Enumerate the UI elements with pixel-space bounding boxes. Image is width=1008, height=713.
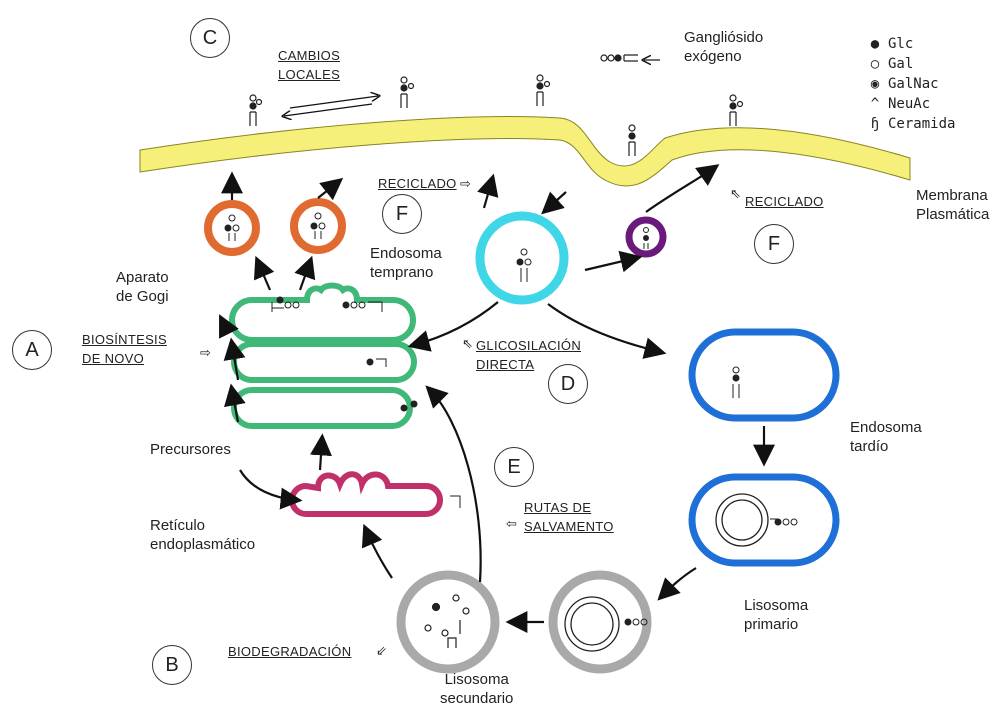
marker-b: B: [152, 645, 192, 685]
hollow-arrow-rutas-icon: ⇦: [506, 514, 517, 533]
marker-f-left: F: [382, 194, 422, 234]
plasma-membrane: [140, 117, 910, 187]
vesicle-purple: [629, 220, 663, 254]
golgi-apparatus: [232, 286, 414, 427]
hollow-arrow-biodegradacion-icon: ⇙: [376, 641, 387, 660]
primary-lysosome: [553, 575, 647, 669]
filled-dot-icon: ●: [868, 34, 882, 54]
label-reciclado-left: RECICLADO: [378, 174, 457, 193]
early-endosome: [480, 216, 564, 300]
local-changes-arrows: [284, 60, 660, 116]
ceramide-icon: ɧ: [868, 114, 882, 134]
vesicle-orange-left: [208, 204, 256, 252]
hollow-arrow-biosintesis-icon: ⇨: [200, 343, 211, 362]
secondary-lysosome: [401, 575, 495, 669]
hollow-arrow-reciclado-left-icon: ⇨: [460, 174, 471, 193]
label-precursores: Precursores: [150, 440, 231, 459]
hollow-arrow-glicosilacion-icon: ⇖: [462, 334, 473, 353]
caret-icon: ^: [868, 94, 882, 114]
vesicle-orange-right: [294, 202, 342, 250]
dotted-dot-icon: ◉: [868, 74, 882, 94]
label-biodegradacion: BIODEGRADACIÓN: [228, 642, 351, 661]
legend-item-galnac: ◉GalNac: [868, 74, 955, 94]
late-endosome-2: [692, 477, 836, 563]
marker-f-right: F: [754, 224, 794, 264]
marker-a: A: [12, 330, 52, 370]
endoplasmic-reticulum: [292, 474, 460, 514]
legend-item-glc: ●Glc: [868, 34, 955, 54]
open-dot-icon: ○: [868, 54, 882, 74]
late-endosome: [692, 332, 836, 418]
hollow-arrow-reciclado-right-icon: ⇖: [730, 184, 741, 203]
label-reciclado-right: RECICLADO: [745, 192, 824, 211]
marker-c: C: [190, 18, 230, 58]
legend-item-gal: ○Gal: [868, 54, 955, 74]
legend-item-neuac: ^NeuAc: [868, 94, 955, 114]
marker-e: E: [494, 447, 534, 487]
